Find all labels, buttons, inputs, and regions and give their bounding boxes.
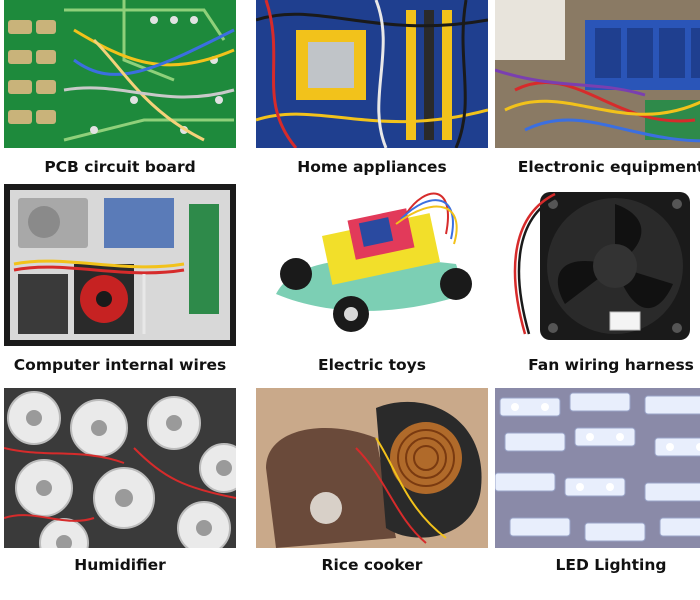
toy-car-photo (256, 184, 488, 346)
relay-board-photo (495, 0, 700, 148)
rice-cooker-photo (256, 388, 488, 548)
gallery-item-electronic-equipment: Electronic equipment (495, 0, 700, 176)
caption-fan-harness: Fan wiring harness (528, 356, 694, 374)
caption-pcb: PCB circuit board (44, 158, 196, 176)
humidifier-photo (4, 388, 236, 548)
gallery-item-humidifier: Humidifier (4, 388, 236, 574)
fan-photo (495, 184, 700, 346)
caption-humidifier: Humidifier (74, 556, 166, 574)
gallery-item-led-lighting: LED Lighting (495, 388, 700, 574)
gallery-item-fan-harness: Fan wiring harness (495, 184, 700, 374)
gallery-item-computer-wires: Computer internal wires (4, 184, 236, 374)
motherboard-photo (256, 0, 488, 148)
caption-computer-wires: Computer internal wires (13, 356, 227, 374)
gallery-item-home-appliances: Home appliances (256, 0, 488, 176)
caption-electric-toys: Electric toys (318, 356, 426, 374)
pcb-photo (4, 0, 236, 148)
gallery-item-pcb: PCB circuit board (4, 0, 236, 176)
caption-rice-cooker: Rice cooker (321, 556, 423, 574)
caption-electronic-equipment: Electronic equipment (517, 158, 700, 176)
caption-led-lighting: LED Lighting (555, 556, 667, 574)
led-modules-photo (495, 388, 700, 548)
computer-internals-photo (4, 184, 236, 346)
gallery-item-electric-toys: Electric toys (256, 184, 488, 374)
caption-home-appliances: Home appliances (297, 158, 447, 176)
gallery-item-rice-cooker: Rice cooker (256, 388, 488, 574)
